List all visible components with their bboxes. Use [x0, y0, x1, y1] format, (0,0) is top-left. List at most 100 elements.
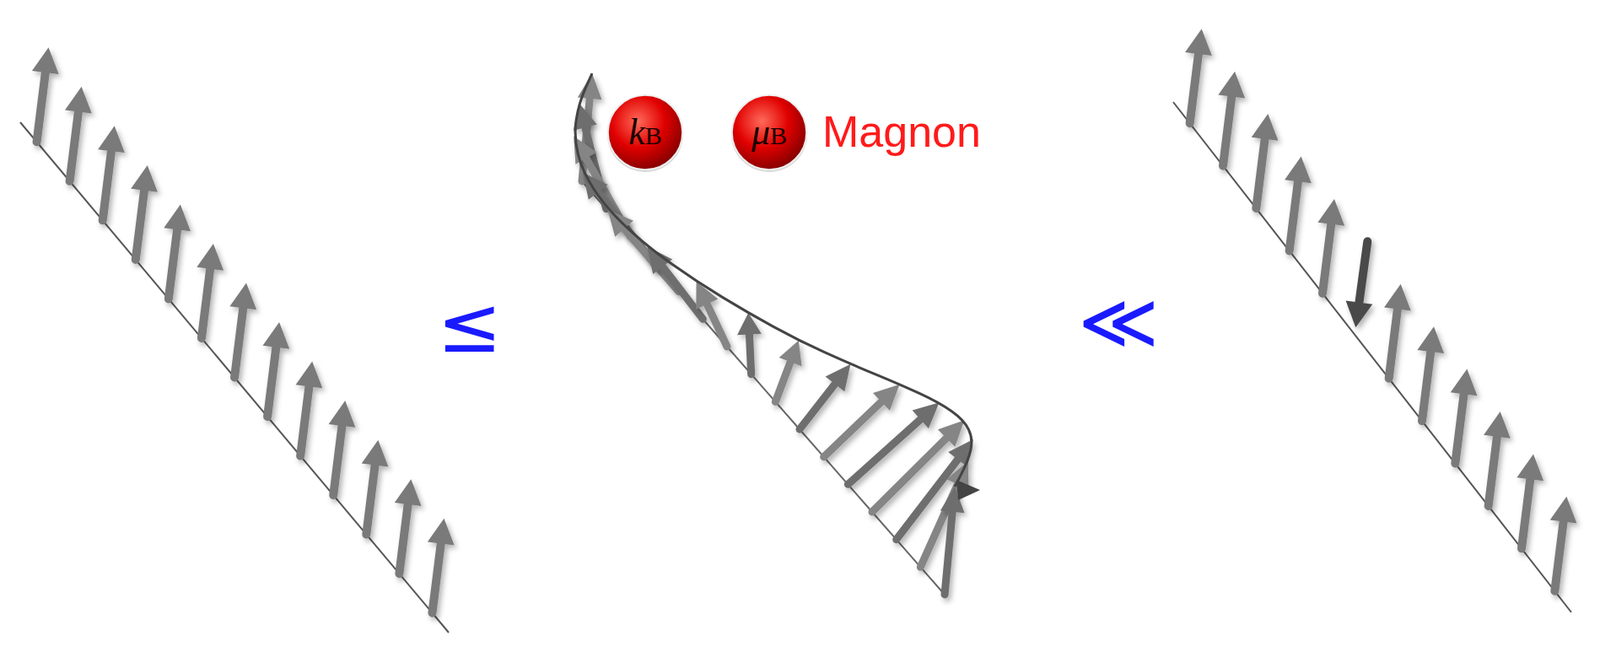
arrow-shaft	[234, 307, 243, 378]
spin-arrow	[1317, 199, 1345, 294]
arrow-shaft	[1389, 308, 1398, 378]
arrow-shaft	[706, 304, 728, 347]
spin-arrow	[1217, 71, 1245, 167]
arrow-shaft	[1358, 241, 1368, 302]
arrow-shaft	[398, 504, 408, 574]
arrow-shaft	[775, 361, 791, 402]
arrow-head	[394, 479, 422, 507]
arrow-head	[1384, 284, 1412, 312]
arrow-head	[1416, 326, 1444, 354]
arrow-shaft	[300, 386, 309, 456]
arrow-shaft	[333, 425, 342, 496]
ball-symbol: μB	[751, 113, 787, 151]
arrow-head	[32, 47, 60, 75]
spin-arrow	[1284, 156, 1312, 251]
arrow-head	[779, 340, 803, 367]
arrow-head	[262, 322, 290, 350]
spin-arrow	[262, 322, 290, 417]
arrow-shaft	[431, 543, 441, 613]
spin-arrow	[394, 479, 422, 574]
arrow-head	[229, 283, 257, 311]
arrow-shaft	[1289, 181, 1299, 251]
spin-arrow	[130, 165, 158, 260]
arrow-shaft	[824, 401, 882, 457]
spin-arrow	[1483, 411, 1511, 507]
arrow-shaft	[1521, 479, 1530, 549]
arrow-shaft	[748, 334, 751, 374]
spin-arrow	[920, 461, 969, 568]
arrow-shaft	[1322, 224, 1331, 294]
arrow-head	[1317, 199, 1345, 227]
arrow-head	[1550, 496, 1578, 524]
arrow-head	[1483, 411, 1511, 439]
wave-base	[581, 181, 945, 595]
arrow-shaft	[168, 229, 178, 299]
arrow-head	[427, 518, 455, 546]
arrow-shaft	[102, 150, 112, 221]
arrow-head	[1251, 113, 1279, 141]
spin-arrow	[1450, 369, 1478, 464]
spin-arrow	[775, 340, 802, 403]
arrow-head	[737, 312, 762, 335]
relation-symbol: ≤	[436, 286, 502, 365]
arrow-head	[1185, 28, 1213, 56]
spin-arrow	[296, 361, 324, 457]
arrow-head	[163, 204, 191, 232]
arrow-shaft	[1488, 436, 1498, 507]
spin-arrow	[1516, 453, 1544, 549]
spin-arrow	[737, 312, 762, 375]
arrow-shaft	[267, 347, 276, 417]
wave-arrowhead	[956, 479, 981, 501]
spin-arrow	[97, 125, 125, 221]
arrow-head	[872, 384, 900, 411]
spin-arrow	[940, 486, 965, 595]
spin-arrow	[32, 47, 60, 142]
spin-arrow	[1251, 113, 1279, 209]
magnon-ball: kB	[604, 91, 686, 173]
spin-arrow	[1384, 284, 1412, 379]
spin-arrow	[361, 440, 389, 535]
arrow-shaft	[1190, 53, 1199, 124]
arrow-head	[196, 243, 224, 271]
arrow-head	[912, 402, 940, 429]
arrow-head	[1450, 369, 1478, 397]
arrow-head	[937, 420, 965, 447]
arrow-head	[825, 364, 852, 393]
arrow-shaft	[366, 464, 375, 534]
spin-arrow	[1416, 326, 1444, 421]
arrow-head	[1346, 300, 1374, 328]
arrow-shaft	[70, 112, 79, 182]
spin-arrow	[799, 364, 851, 430]
arrow-head	[1284, 156, 1312, 184]
arrow-head	[296, 361, 324, 389]
spin-arrow	[229, 283, 257, 378]
arrow-shaft	[37, 72, 46, 142]
arrow-head	[1217, 71, 1245, 99]
arrow-head	[361, 440, 389, 468]
arrow-head	[695, 281, 718, 310]
spin-arrow	[163, 204, 191, 299]
spin-arrow	[646, 246, 703, 319]
spin-arrow	[427, 518, 455, 614]
spin-arrow	[1346, 241, 1374, 328]
relation-symbol: ≪	[1077, 283, 1159, 361]
arrow-head	[1516, 453, 1544, 481]
arrow-head	[130, 165, 158, 193]
arrow-shaft	[872, 437, 947, 512]
spin-arrow	[196, 243, 224, 339]
arrow-shaft	[1222, 96, 1232, 166]
spin-arrow	[328, 400, 356, 496]
magnon-ball: μB	[728, 91, 810, 173]
arrow-shaft	[135, 190, 145, 260]
arrow-shaft	[201, 269, 211, 339]
arrow-shaft	[1422, 351, 1431, 421]
ball-symbol: kB	[628, 113, 663, 151]
spin-arrow	[1185, 28, 1213, 124]
spin-arrow	[64, 86, 92, 182]
arrow-head	[64, 86, 92, 114]
arrow-shaft	[799, 383, 836, 430]
spin-arrow	[847, 402, 939, 485]
chain-line	[20, 122, 449, 633]
chain-line	[1173, 102, 1572, 613]
